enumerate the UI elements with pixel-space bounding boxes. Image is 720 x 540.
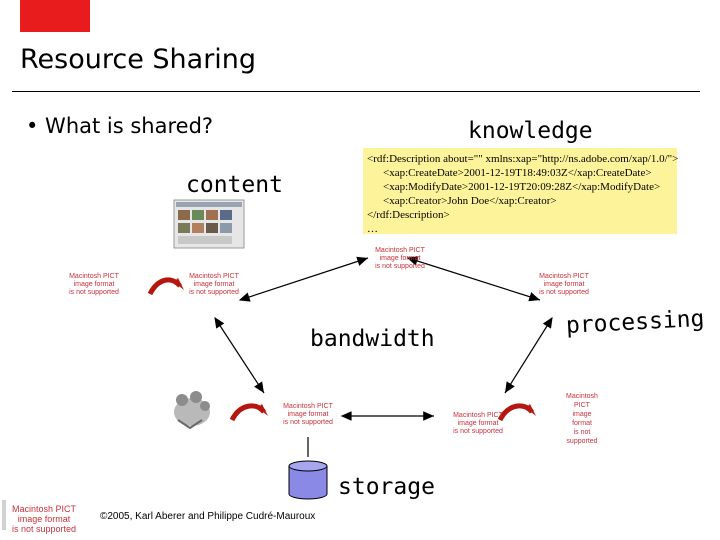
rdf-line: …	[367, 223, 378, 235]
arrow-content-knowledge	[238, 256, 369, 302]
arrow-head-icon	[258, 404, 268, 416]
unsupported-image-placeholder: Macintosh PICT image format is not suppo…	[69, 273, 119, 296]
rdf-line: <xap:Creator>John Doe</xap:Creator>	[383, 195, 557, 207]
unsupported-image-placeholder: Macintosh PICT image format is not suppo…	[539, 273, 589, 296]
title-divider	[12, 91, 700, 92]
bandwidth-label: bandwidth	[310, 326, 435, 352]
bullet-question: • What is shared?	[26, 114, 214, 138]
arrow-content-peer	[214, 316, 265, 394]
slide-side-decoration	[2, 500, 6, 530]
unsupported-image-placeholder: Macintosh PICT image format is not suppo…	[453, 412, 503, 435]
storage-database-icon	[288, 460, 328, 500]
slide-title: Resource Sharing	[20, 44, 257, 75]
unsupported-image-placeholder: Macintosh PICT image format is not suppo…	[566, 393, 598, 445]
content-screenshot-thumbnail	[173, 199, 245, 249]
knowledge-label: knowledge	[468, 118, 593, 144]
rdf-line: <rdf:Description about="" xmlns:xap="htt…	[367, 153, 679, 165]
storage-label: storage	[338, 474, 435, 500]
arrow-processing-peer	[504, 316, 553, 394]
rdf-metadata-box: <rdf:Description about="" xmlns:xap="htt…	[363, 148, 679, 235]
rdf-line: <xap:ModifyDate>2001-12-19T20:09:28Z</xa…	[383, 181, 661, 193]
arrow-head-icon	[526, 404, 536, 416]
unsupported-image-placeholder: Macintosh PICT image format is not suppo…	[283, 403, 333, 426]
unsupported-image-placeholder: Macintosh PICT image format is not suppo…	[11, 504, 77, 534]
unsupported-image-placeholder: Macintosh PICT image format is not suppo…	[375, 247, 425, 270]
people-group-icon	[174, 391, 210, 430]
arrow-knowledge-processing	[406, 256, 541, 302]
content-label: content	[186, 172, 283, 198]
rdf-line: </rdf:Description>	[367, 209, 450, 221]
title-accent-block	[20, 0, 90, 32]
rdf-line: <xap:CreateDate>2001-12-19T18:49:03Z</xa…	[383, 167, 652, 179]
unsupported-image-placeholder: Macintosh PICT image format is not suppo…	[189, 273, 239, 296]
arrow-head-icon	[174, 278, 184, 290]
copyright-footer: ©2005, Karl Aberer and Philippe Cudré-Ma…	[100, 511, 316, 522]
